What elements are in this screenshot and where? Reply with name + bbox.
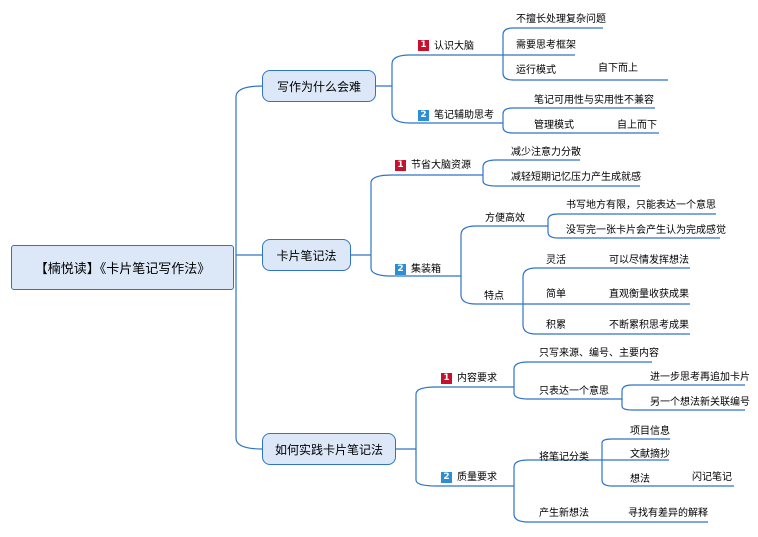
topic-ideas[interactable]: 想法 bbox=[630, 474, 650, 485]
link-s22-c2 bbox=[460, 276, 513, 305]
topic-bottom-up[interactable]: 自下而上 bbox=[598, 63, 638, 74]
link-b2-sub1 bbox=[351, 174, 483, 256]
link-s11-c3 bbox=[502, 55, 587, 81]
link-s31-c1 bbox=[513, 361, 652, 387]
topic-unfinished-card[interactable]: 没写完一张卡片会产生认为完成感觉 bbox=[566, 225, 726, 236]
link-s31b-c2 bbox=[621, 399, 745, 411]
link-s31b-c1 bbox=[612, 384, 745, 400]
topic-classify-notes[interactable]: 将笔记分类 bbox=[539, 452, 589, 463]
topic-new-link-number[interactable]: 另一个想法新关联编号 bbox=[650, 397, 750, 408]
priority-2-icon: 2 bbox=[418, 110, 429, 121]
branch-how-to-practice[interactable]: 如何实践卡片笔记法 bbox=[262, 433, 396, 465]
topic-limited-space[interactable]: 书写地方有限，只能表达一个意思 bbox=[566, 200, 716, 211]
link-b3-sub2 bbox=[415, 449, 514, 487]
topic-source-number-content[interactable]: 只写来源、编号、主要内容 bbox=[539, 348, 659, 359]
topic-know-brain[interactable]: 认识大脑 bbox=[434, 41, 474, 52]
link-b3-sub1 bbox=[396, 386, 514, 450]
topic-top-down[interactable]: 自上而下 bbox=[617, 120, 657, 131]
priority-1-icon: 1 bbox=[441, 373, 452, 384]
link-f2-c3 bbox=[522, 304, 591, 335]
link-f1-c1 bbox=[523, 213, 716, 227]
link-root-branch-1 bbox=[235, 85, 263, 268]
topic-accumulate-results[interactable]: 不断累积思考成果 bbox=[609, 320, 689, 331]
link-s32-c2 bbox=[513, 486, 598, 523]
priority-2-icon: 2 bbox=[441, 472, 452, 483]
link-f1-c2 bbox=[547, 226, 720, 239]
link-b1-sub2 bbox=[391, 86, 503, 124]
topic-convenient[interactable]: 方便高效 bbox=[485, 213, 525, 224]
link-s12-c2 bbox=[502, 123, 603, 134]
topic-usability-conflict[interactable]: 笔记可用性与实用性不兼容 bbox=[534, 95, 654, 106]
link-b1-sub1 bbox=[376, 54, 503, 87]
link-s22-c1 bbox=[438, 225, 523, 277]
topic-run-mode[interactable]: 运行模式 bbox=[516, 65, 556, 76]
topic-need-framework[interactable]: 需要思考框架 bbox=[516, 40, 576, 51]
topic-save-brain[interactable]: 节省大脑资源 bbox=[411, 160, 471, 171]
link-f2-c1 bbox=[513, 267, 591, 305]
topic-simple[interactable]: 简单 bbox=[546, 289, 566, 300]
topic-flexible[interactable]: 灵活 bbox=[546, 255, 566, 266]
link-s31-c2 bbox=[513, 387, 612, 400]
topic-container[interactable]: 集装箱 bbox=[411, 264, 441, 275]
branch-card-note-method[interactable]: 卡片笔记法 bbox=[262, 239, 351, 271]
root-topic[interactable]: 【楠悦读】《卡片笔记写作法》 bbox=[11, 245, 234, 290]
link-root-branch-3 bbox=[235, 268, 263, 450]
link-s11-c1 bbox=[502, 27, 603, 55]
topic-append-card[interactable]: 进一步思考再追加卡片 bbox=[650, 372, 750, 383]
topic-different-explanation[interactable]: 寻找有差异的解释 bbox=[628, 508, 708, 519]
link-s21-c1 bbox=[482, 159, 580, 175]
topic-reduce-distraction[interactable]: 减少注意力分散 bbox=[511, 147, 581, 158]
priority-1-icon: 1 bbox=[418, 40, 429, 51]
priority-2-icon: 2 bbox=[395, 264, 406, 275]
topic-content-req[interactable]: 内容要求 bbox=[457, 373, 497, 384]
topic-one-idea[interactable]: 只表达一个意思 bbox=[539, 386, 609, 397]
link-b2-sub2 bbox=[370, 255, 438, 277]
topic-reduce-memory-load[interactable]: 减轻短期记忆压力产生成就感 bbox=[511, 172, 641, 183]
branch-why-writing-hard[interactable]: 写作为什么会难 bbox=[262, 70, 376, 102]
topic-new-ideas[interactable]: 产生新想法 bbox=[539, 508, 589, 519]
topic-literature-excerpt[interactable]: 文献摘抄 bbox=[630, 449, 670, 460]
topic-not-good-complex[interactable]: 不擅长处理复杂问题 bbox=[516, 14, 606, 25]
link-s32a-c1 bbox=[601, 438, 670, 460]
topic-features[interactable]: 特点 bbox=[484, 291, 504, 302]
topic-manage-mode[interactable]: 管理模式 bbox=[534, 120, 574, 131]
topic-free-ideas[interactable]: 可以尽情发挥想法 bbox=[609, 255, 689, 266]
topic-note-assist[interactable]: 笔记辅助思考 bbox=[434, 110, 494, 121]
link-s32a-c3 bbox=[601, 460, 670, 487]
topic-measure-results[interactable]: 直观衡量收获成果 bbox=[609, 289, 689, 300]
topic-accumulate[interactable]: 积累 bbox=[546, 320, 566, 331]
topic-quality-req[interactable]: 质量要求 bbox=[457, 472, 497, 483]
link-s32-c1 bbox=[513, 459, 602, 486]
topic-project-info[interactable]: 项目信息 bbox=[630, 426, 670, 437]
priority-1-icon: 1 bbox=[395, 160, 406, 171]
link-s12-c1 bbox=[502, 107, 655, 123]
topic-flash-notes[interactable]: 闪记笔记 bbox=[692, 472, 732, 483]
link-s21-c2 bbox=[482, 175, 640, 187]
